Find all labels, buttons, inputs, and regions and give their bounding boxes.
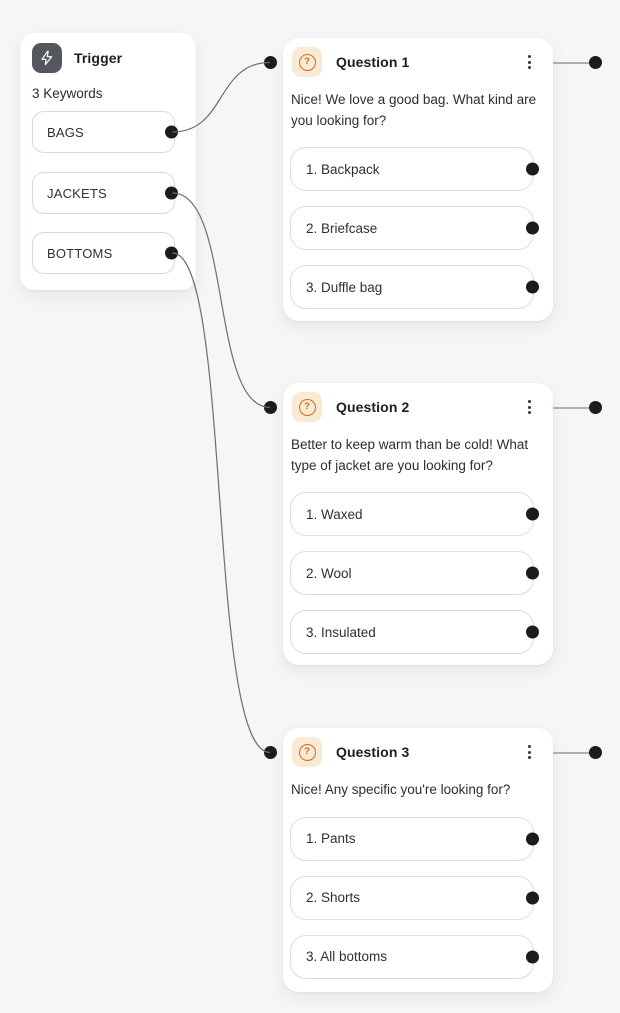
output-connector-line — [553, 61, 595, 64]
keyword-label: BAGS — [47, 124, 84, 140]
option-output-port[interactable] — [526, 566, 539, 580]
option-output-port[interactable] — [526, 832, 539, 845]
option-output-port[interactable] — [526, 891, 539, 904]
option-label: 3. All bottoms — [306, 949, 388, 964]
options-list: 1. Backpack 2. Briefcase 3. Duffle bag — [283, 147, 553, 309]
lightning-bolt-icon — [32, 43, 62, 73]
keyword-pill-jackets[interactable]: JACKETS — [32, 172, 178, 214]
keyword-pill-bottoms[interactable]: BOTTOMS — [32, 232, 178, 274]
question-node-3[interactable]: ? Question 3 Nice! Any specific you're l… — [263, 728, 602, 992]
options-list: 1. Waxed 2. Wool 3. Insulated — [283, 492, 553, 654]
option-label: 1. Backpack — [306, 161, 380, 177]
keyword-label: JACKETS — [47, 185, 107, 201]
edge-endpoint-dot[interactable] — [588, 56, 602, 69]
question-text: Nice! We love a good bag. What kind are … — [291, 92, 537, 128]
option-label: 2. Wool — [306, 565, 352, 581]
kebab-menu-icon[interactable] — [522, 741, 537, 763]
option-row[interactable]: 3. All bottoms — [290, 934, 539, 979]
question-text: Better to keep warm than be cold! What t… — [291, 437, 529, 473]
node-input-port[interactable] — [263, 56, 277, 69]
option-row[interactable]: 1. Waxed — [290, 492, 539, 536]
question-node-1[interactable]: ? Question 1 Nice! We love a good bag. W… — [263, 38, 602, 321]
keyword-output-port[interactable] — [165, 125, 178, 139]
keyword-label: BOTTOMS — [47, 245, 113, 261]
option-row[interactable]: 1. Backpack — [290, 147, 539, 191]
option-row[interactable]: 3. Insulated — [290, 610, 539, 654]
option-row[interactable]: 3. Duffle bag — [290, 265, 539, 309]
option-output-port[interactable] — [526, 221, 539, 235]
question-title: Question 3 — [336, 744, 410, 760]
edge-endpoint-dot[interactable] — [588, 401, 602, 414]
keyword-count-label: 3 Keywords — [32, 86, 103, 101]
question-title: Question 1 — [336, 54, 410, 70]
question-icon: ? — [292, 392, 322, 422]
option-label: 2. Briefcase — [306, 220, 378, 236]
question-node-header: ? Question 3 — [283, 728, 553, 767]
option-row[interactable]: 2. Shorts — [290, 875, 539, 920]
option-row[interactable]: 2. Wool — [290, 551, 539, 595]
question-node-2[interactable]: ? Question 2 Better to keep warm than be… — [263, 383, 602, 665]
option-output-port[interactable] — [526, 950, 539, 963]
option-label: 1. Waxed — [306, 506, 363, 522]
option-label: 2. Shorts — [306, 890, 361, 905]
option-output-port[interactable] — [526, 162, 539, 176]
question-title: Question 2 — [336, 399, 410, 415]
option-label: 1. Pants — [306, 831, 356, 846]
question-node-header: ? Question 2 — [283, 383, 553, 422]
output-connector-line — [553, 406, 595, 409]
edge-bottoms-to-question3 — [172, 252, 271, 754]
keyword-output-port[interactable] — [165, 246, 178, 260]
node-input-port[interactable] — [263, 746, 277, 759]
kebab-menu-icon[interactable] — [522, 51, 537, 73]
option-output-port[interactable] — [526, 507, 539, 521]
output-connector-line — [553, 751, 595, 754]
option-label: 3. Insulated — [306, 624, 376, 640]
keyword-pill-bags[interactable]: BAGS — [32, 111, 178, 153]
option-row[interactable]: 1. Pants — [290, 816, 539, 861]
question-node-header: ? Question 1 — [283, 38, 553, 77]
question-text: Nice! Any specific you're looking for? — [291, 782, 511, 797]
question-icon: ? — [292, 47, 322, 77]
options-list: 1. Pants 2. Shorts 3. All bottoms — [283, 816, 553, 979]
option-row[interactable]: 2. Briefcase — [290, 206, 539, 250]
trigger-title: Trigger — [74, 50, 123, 66]
option-label: 3. Duffle bag — [306, 279, 383, 295]
trigger-node[interactable]: Trigger 3 Keywords BAGS JACKETS BOTTOMS — [20, 33, 196, 290]
node-input-port[interactable] — [263, 401, 277, 414]
keyword-output-port[interactable] — [165, 186, 178, 200]
question-icon: ? — [292, 737, 322, 767]
option-output-port[interactable] — [526, 280, 539, 294]
kebab-menu-icon[interactable] — [522, 396, 537, 418]
trigger-node-header: Trigger — [20, 33, 196, 73]
edge-endpoint-dot[interactable] — [588, 746, 602, 759]
option-output-port[interactable] — [526, 625, 539, 639]
